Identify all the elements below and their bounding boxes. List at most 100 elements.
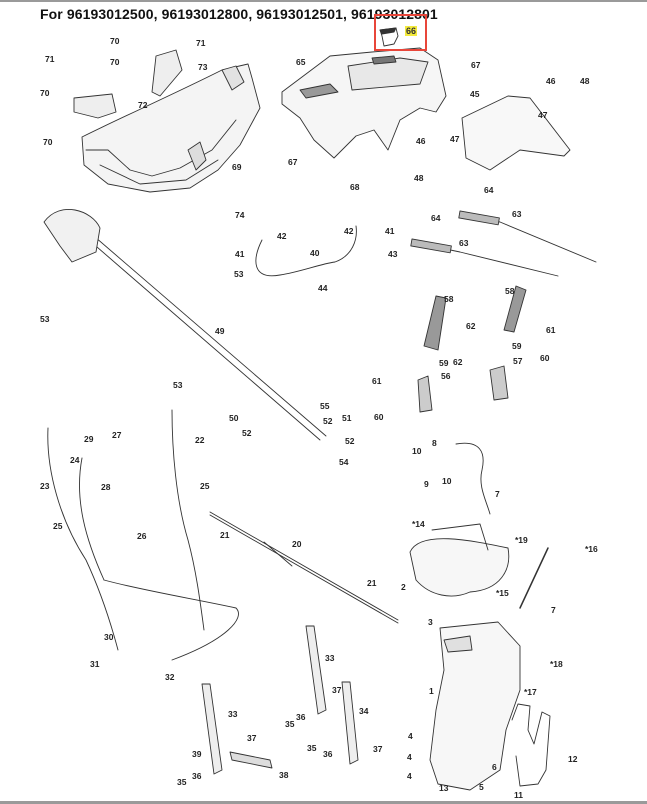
part-callout-70: 70	[40, 88, 50, 98]
part-callout-3: 3	[428, 617, 433, 627]
part-7-rod	[455, 442, 491, 515]
part-callout-64: 64	[484, 185, 494, 195]
part-callout-20: 20	[292, 539, 302, 549]
part-callout-35: 35	[285, 719, 295, 729]
part-callout-4: 4	[408, 731, 413, 741]
part-callout-40: 40	[310, 248, 320, 258]
part-callout-53: 53	[40, 314, 50, 324]
part-callout-27: 27	[112, 430, 122, 440]
part-callout-4: 4	[407, 752, 412, 762]
part-callout-31: 31	[90, 659, 100, 669]
part-callout-69: 69	[232, 162, 242, 172]
part-callout-42: 42	[277, 231, 287, 241]
part-callout-73: 73	[198, 62, 208, 72]
part-11-rod	[511, 703, 551, 787]
part-callout-21: 21	[220, 530, 230, 540]
part-callout-36: 36	[192, 771, 202, 781]
part-45-deflector	[461, 95, 571, 171]
part-callout-34: 34	[359, 706, 369, 716]
part-callout-39: 39	[192, 749, 202, 759]
part-callout-star-14: *14	[412, 519, 425, 529]
part-callout-11: 11	[514, 790, 523, 800]
part-callout-8: 8	[432, 438, 437, 448]
part-40-cable	[255, 225, 357, 277]
part-callout-70: 70	[110, 36, 120, 46]
part-33-34-brackets	[201, 625, 359, 775]
part-callout-62: 62	[466, 321, 476, 331]
part-callout-35: 35	[307, 743, 317, 753]
part-callout-60: 60	[374, 412, 384, 422]
part-callout-58: 58	[444, 294, 454, 304]
highlight-tag-part-66: 66	[405, 26, 418, 36]
part-callout-47: 47	[450, 134, 460, 144]
part-callout-71: 71	[45, 54, 55, 64]
part-callout-22: 22	[195, 435, 205, 445]
part-72-bracket	[73, 93, 117, 119]
part-callout-33: 33	[228, 709, 238, 719]
part-callout-23: 23	[40, 481, 50, 491]
part-callout-59: 59	[439, 358, 449, 368]
part-callout-67: 67	[288, 157, 298, 167]
part-callout-67: 67	[471, 60, 481, 70]
part-1-chute	[429, 621, 521, 791]
part-callout-46: 46	[416, 136, 426, 146]
part-callout-star-18: *18	[550, 659, 563, 669]
part-58-levers	[417, 285, 527, 413]
part-callout-25: 25	[200, 481, 210, 491]
part-callout-45: 45	[470, 89, 480, 99]
part-callout-1: 1	[429, 686, 434, 696]
part-callout-70: 70	[110, 57, 120, 67]
part-69-front-hood	[81, 63, 261, 193]
part-callout-21: 21	[367, 578, 377, 588]
part-callout-41: 41	[385, 226, 395, 236]
part-callout-63: 63	[459, 238, 469, 248]
part-callout-35: 35	[177, 777, 187, 787]
part-callout-28: 28	[101, 482, 111, 492]
part-49-handle-cable	[43, 209, 327, 441]
part-callout-53: 53	[173, 380, 183, 390]
part-callout-68: 68	[350, 182, 360, 192]
part-callout-51: 51	[342, 413, 352, 423]
part-callout-47: 47	[538, 110, 548, 120]
part-callout-37: 37	[247, 733, 257, 743]
part-callout-13: 13	[439, 783, 449, 793]
part-callout-star-15: *15	[496, 588, 509, 598]
part-callout-33: 33	[325, 653, 335, 663]
part-callout-29: 29	[84, 434, 94, 444]
highlight-box-part-66	[374, 14, 427, 51]
part-73-bracket	[151, 49, 183, 97]
part-callout-55: 55	[320, 401, 330, 411]
part-callout-41: 41	[235, 249, 245, 259]
part-callout-26: 26	[137, 531, 147, 541]
part-callout-54: 54	[339, 457, 349, 467]
part-callout-53: 53	[234, 269, 244, 279]
part-callout-59: 59	[512, 341, 522, 351]
part-callout-star-19: *19	[515, 535, 528, 545]
part-callout-71: 71	[196, 38, 206, 48]
part-callout-56: 56	[441, 371, 451, 381]
part-callout-6: 6	[492, 762, 497, 772]
part-callout-42: 42	[344, 226, 354, 236]
part-callout-25: 25	[53, 521, 63, 531]
part-callout-48: 48	[580, 76, 590, 86]
part-7-rod-lower	[519, 547, 549, 609]
part-callout-24: 24	[70, 455, 80, 465]
part-callout-46: 46	[546, 76, 556, 86]
part-callout-60: 60	[540, 353, 550, 363]
part-callout-43: 43	[388, 249, 398, 259]
part-65-dash-housing	[281, 47, 447, 159]
part-callout-52: 52	[242, 428, 252, 438]
part-callout-37: 37	[373, 744, 383, 754]
part-callout-38: 38	[279, 770, 289, 780]
part-callout-37: 37	[332, 685, 342, 695]
part-callout-57: 57	[513, 356, 523, 366]
part-callout-12: 12	[568, 754, 578, 764]
part-callout-64: 64	[431, 213, 441, 223]
part-callout-50: 50	[229, 413, 239, 423]
part-callout-4: 4	[407, 771, 412, 781]
part-callout-2: 2	[401, 582, 406, 592]
part-callout-74: 74	[235, 210, 245, 220]
part-callout-10: 10	[412, 446, 422, 456]
